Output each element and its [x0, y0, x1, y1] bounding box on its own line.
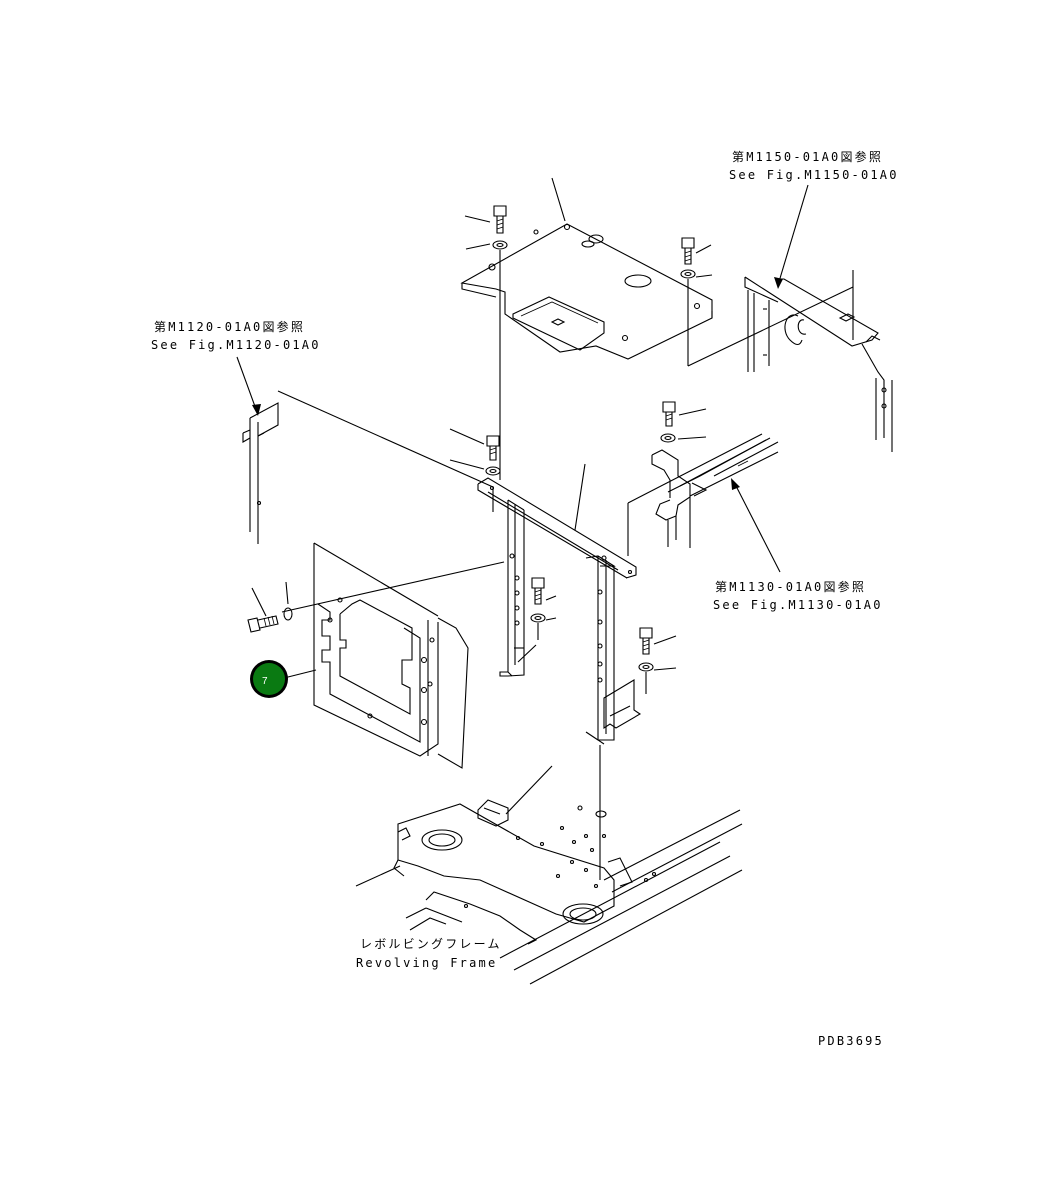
column-bolt-left — [517, 577, 557, 663]
ref-m1150-jp: 第M1150-01A0図参照 — [732, 150, 884, 164]
top-right-bolt — [680, 237, 713, 366]
top-left-bolt — [464, 205, 508, 480]
ref-m1130-jp: 第M1130-01A0図参照 — [715, 580, 867, 594]
leader-line — [551, 177, 566, 222]
ref-arrow-m1130 — [733, 481, 781, 573]
upper-left-bracket — [242, 390, 494, 544]
ref-m1150-en[interactable]: See Fig.M1150-01A0 — [729, 168, 899, 182]
support-frame — [477, 433, 763, 880]
frame-label-en: Revolving Frame — [356, 956, 498, 970]
callout-7[interactable] — [250, 660, 288, 698]
ref-arrow-m1150 — [777, 184, 809, 286]
middle-left-bolt — [449, 428, 501, 476]
callout-number[interactable]: 7 — [262, 676, 268, 687]
side-cover-panel — [281, 542, 505, 769]
frame-label-jp: レボルビングフレーム — [360, 937, 502, 951]
top-cover-plate — [460, 177, 713, 360]
ref-m1130-en[interactable]: See Fig.M1130-01A0 — [713, 598, 883, 612]
column-bolt-right — [603, 627, 677, 730]
drawing-code: PDB3695 — [818, 1034, 884, 1048]
side-panel-bolt — [247, 581, 293, 633]
right-middle-bracket — [651, 437, 779, 548]
upper-right-bracket — [744, 270, 893, 452]
ref-m1120-en[interactable]: See Fig.M1120-01A0 — [151, 338, 321, 352]
ref-arrow-m1120 — [236, 356, 258, 413]
middle-right-bolt — [660, 401, 707, 443]
ref-m1120-jp: 第M1120-01A0図参照 — [154, 320, 306, 334]
revolving-frame — [355, 765, 743, 985]
